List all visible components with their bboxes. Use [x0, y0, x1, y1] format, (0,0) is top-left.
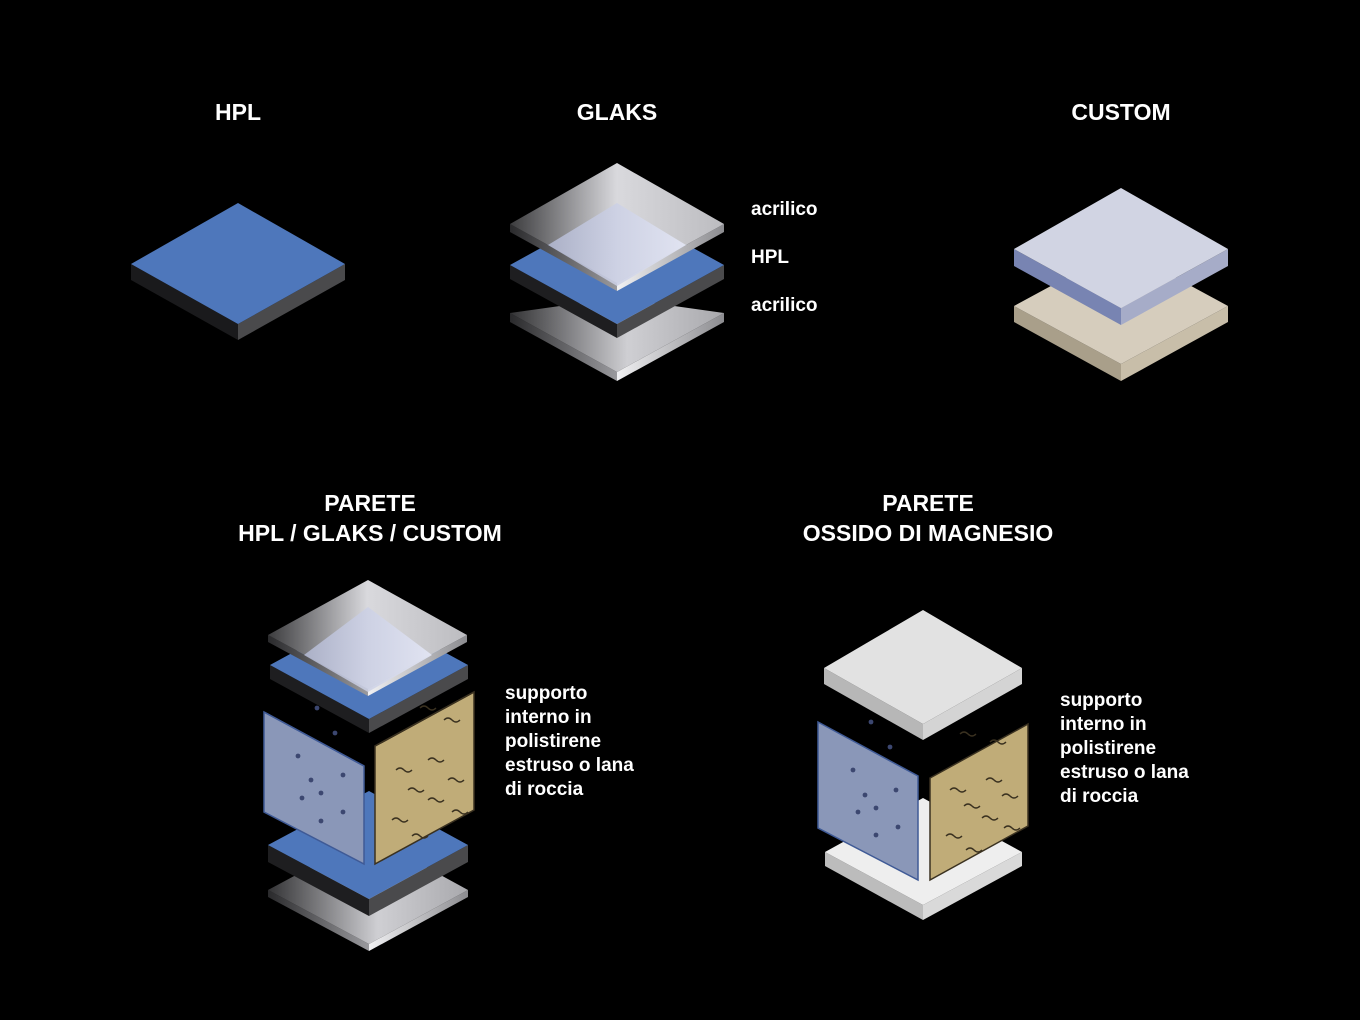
- note-line: interno in: [1060, 714, 1147, 735]
- wall-insulation-core: [263, 690, 475, 866]
- hpl-title: HPL: [215, 99, 261, 125]
- parete-ossido-core-note: supporto interno in polistirene estruso …: [1060, 689, 1189, 809]
- mgo-insulation-core: [817, 719, 1029, 882]
- note-line: di roccia: [505, 779, 584, 800]
- note-line: di roccia: [1060, 786, 1139, 807]
- glaks-layer-label-top: acrilico: [751, 199, 818, 220]
- note-line: interno in: [505, 707, 592, 728]
- glaks-layer-label-middle: HPL: [751, 247, 789, 268]
- glaks-layer-label-bottom: acrilico: [751, 295, 818, 316]
- wall-top-acrylic-layer: [268, 580, 467, 696]
- note-line: estruso o lana: [1060, 762, 1189, 783]
- parete-ossido-title-line1: PARETE: [882, 490, 974, 516]
- mgo-bottom-plate: [825, 798, 1022, 920]
- custom-top-layer: [1014, 188, 1228, 325]
- custom-stack: [1014, 188, 1228, 381]
- glaks-stack: [510, 163, 724, 381]
- parete-hpl-core-note: supporto interno in polistirene estruso …: [505, 682, 634, 802]
- note-line: supporto: [1060, 690, 1143, 711]
- parete-hpl-title-line2: HPL / GLAKS / CUSTOM: [238, 520, 502, 546]
- parete-ossido-title-line2: OSSIDO DI MAGNESIO: [802, 520, 1054, 546]
- glaks-top-acrylic-layer: [510, 163, 724, 291]
- note-line: estruso o lana: [505, 755, 634, 776]
- parete-hpl-title-line1: PARETE: [324, 490, 416, 516]
- note-line: supporto: [505, 683, 588, 704]
- note-line: polistirene: [505, 731, 602, 752]
- mgo-top-plate: [824, 610, 1022, 740]
- hpl-plate: [131, 203, 345, 340]
- parete-ossido-wall-model: [817, 610, 1029, 920]
- parete-hpl-wall-model: [263, 580, 475, 951]
- glaks-title: GLAKS: [576, 99, 658, 125]
- custom-title: CUSTOM: [1071, 99, 1171, 125]
- note-line: polistirene: [1060, 738, 1157, 759]
